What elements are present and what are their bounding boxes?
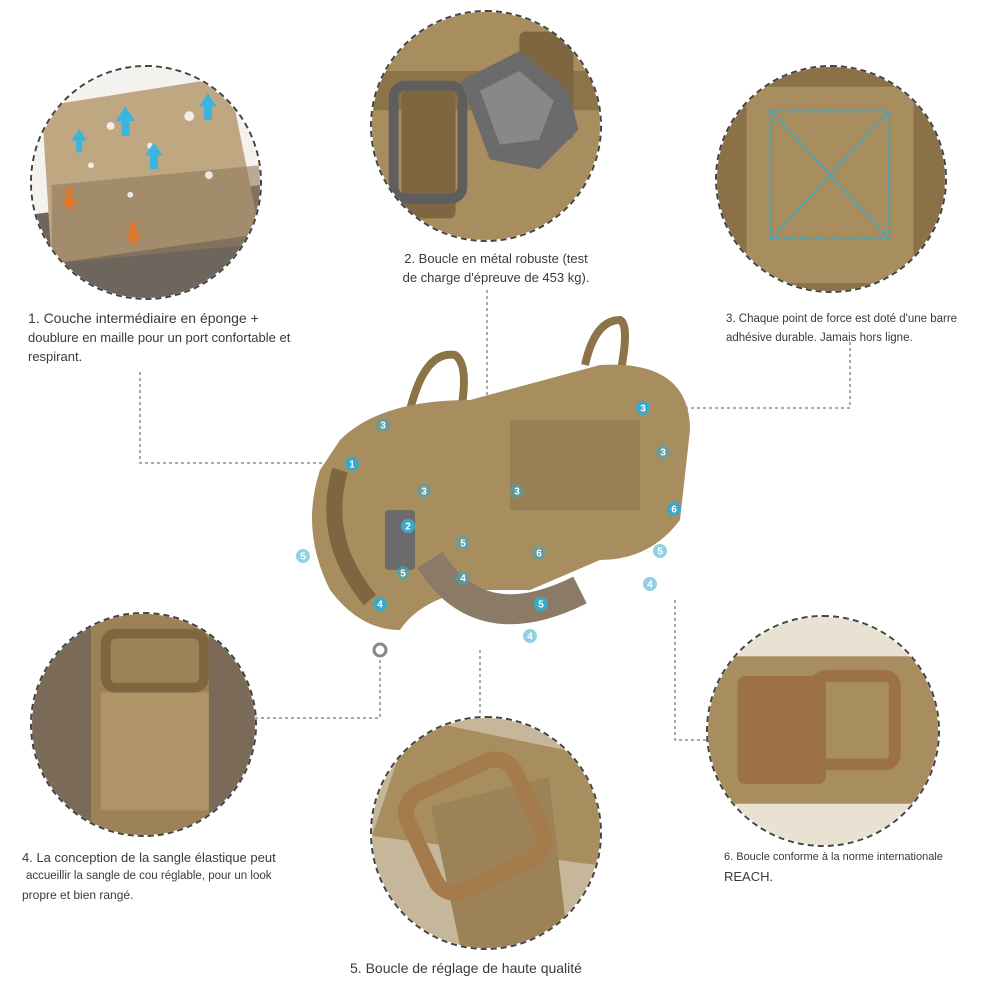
svg-text:6: 6 <box>536 549 542 560</box>
feature-1-caption: 1. Couche intermédiaire en éponge + doub… <box>28 309 290 366</box>
number-badge-1: 1 <box>345 457 359 471</box>
number-badge-3: 3 <box>656 445 670 459</box>
caption-line: propre et bien rangé. <box>22 888 134 902</box>
svg-text:5: 5 <box>400 569 406 580</box>
detail-circle-side-release-buckle <box>706 615 940 847</box>
caption-line: doublure en maille pour un port conforta… <box>28 330 291 345</box>
detail-circle-adjust-buckle <box>370 716 602 950</box>
number-badge-5: 5 <box>534 597 548 611</box>
svg-text:4: 4 <box>527 632 533 643</box>
number-badge-4: 4 <box>643 577 657 591</box>
number-badge-3: 3 <box>636 401 650 415</box>
number-badge-4: 4 <box>523 629 537 643</box>
svg-text:3: 3 <box>640 404 646 415</box>
svg-text:4: 4 <box>377 600 383 611</box>
svg-text:5: 5 <box>538 600 544 611</box>
svg-text:5: 5 <box>300 552 306 563</box>
svg-text:2: 2 <box>405 522 411 533</box>
svg-text:5: 5 <box>460 539 466 550</box>
caption-line: 1. Couche intermédiaire en éponge + <box>28 310 259 326</box>
number-badge-4: 4 <box>456 571 470 585</box>
caption-line: REACH. <box>724 869 774 884</box>
detail-circle-mesh <box>30 65 262 300</box>
svg-text:3: 3 <box>380 421 386 432</box>
caption-line: 6. Boucle conforme à la norme internatio… <box>724 851 943 863</box>
number-badge-5: 5 <box>296 549 310 563</box>
svg-text:3: 3 <box>514 487 520 498</box>
caption-line: 5. Boucle de réglage de haute qualité <box>350 960 582 976</box>
feature-5-caption: 5. Boucle de réglage de haute qualité <box>350 959 582 978</box>
detail-circle-metal-buckle <box>370 10 602 242</box>
detail-circle-elastic-strap <box>30 612 257 837</box>
svg-text:3: 3 <box>660 448 666 459</box>
caption-line: 2. Boucle en métal robuste (test <box>404 251 588 266</box>
caption-line: 4. La conception de la sangle élastique … <box>22 850 276 865</box>
svg-text:6: 6 <box>671 505 677 516</box>
caption-line: de charge d'épreuve de 453 kg). <box>402 270 590 285</box>
number-badge-4: 4 <box>373 597 387 611</box>
number-badge-5: 5 <box>456 536 470 550</box>
caption-line: accueillir la sangle de cou réglable, po… <box>26 870 272 882</box>
svg-text:4: 4 <box>460 574 466 585</box>
number-badge-6: 6 <box>532 546 546 560</box>
svg-text:3: 3 <box>421 487 427 498</box>
feature-4-caption: 4. La conception de la sangle élastique … <box>22 848 276 905</box>
number-badge-2: 2 <box>401 519 415 533</box>
caption-line: respirant. <box>28 349 83 364</box>
number-badge-5: 5 <box>396 566 410 580</box>
caption-line: 3. Chaque point de force est doté d'une … <box>726 313 958 325</box>
feature-6-caption: 6. Boucle conforme à la norme internatio… <box>724 848 943 886</box>
number-badge-6: 6 <box>667 502 681 516</box>
caption-line: adhésive durable. Jamais hors ligne. <box>726 332 913 344</box>
svg-text:5: 5 <box>657 547 663 558</box>
svg-text:4: 4 <box>647 580 653 591</box>
number-badge-3: 3 <box>510 484 524 498</box>
feature-3-caption: 3. Chaque point de force est doté d'une … <box>726 310 957 348</box>
svg-text:1: 1 <box>349 460 355 471</box>
detail-circle-stitching <box>715 65 947 293</box>
number-badge-3: 3 <box>376 418 390 432</box>
number-badge-5: 5 <box>653 544 667 558</box>
feature-2-caption: 2. Boucle en métal robuste (test de char… <box>390 249 602 287</box>
number-badge-3: 3 <box>417 484 431 498</box>
